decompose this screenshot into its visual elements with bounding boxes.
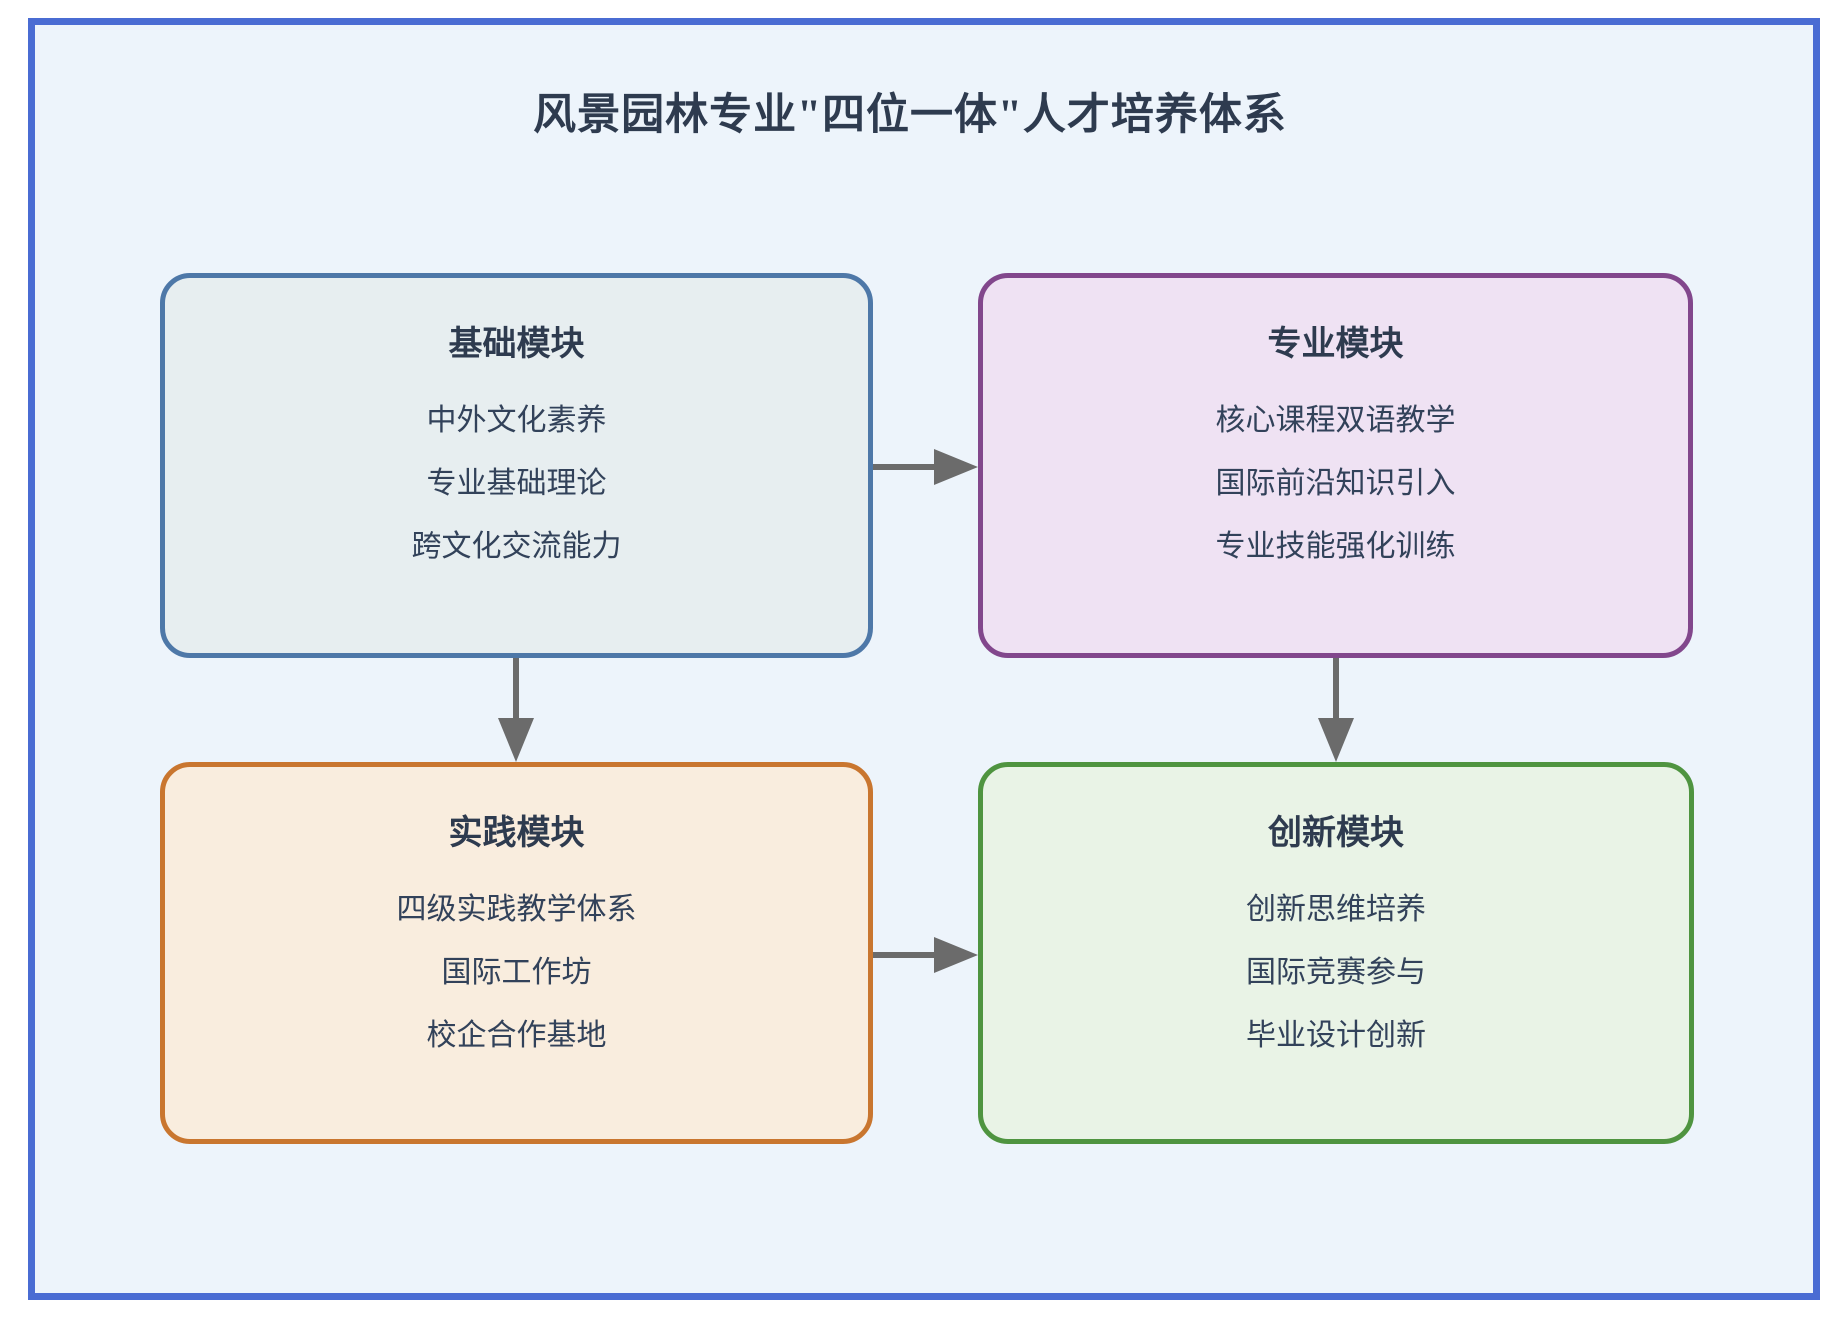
module-foundation-items: 中外文化素养 专业基础理论 跨文化交流能力 <box>165 389 868 578</box>
page-title: 风景园林专业"四位一体"人才培养体系 <box>533 92 1287 139</box>
module-professional: 专业模块 核心课程双语教学 国际前沿知识引入 专业技能强化训练 <box>978 273 1693 658</box>
module-innovation-title: 创新模块 <box>1268 815 1404 852</box>
module-practice-items: 四级实践教学体系 国际工作坊 校企合作基地 <box>165 878 868 1067</box>
list-item: 跨文化交流能力 <box>411 530 622 563</box>
list-item: 国际工作坊 <box>441 956 592 989</box>
list-item: 国际竞赛参与 <box>1246 956 1426 989</box>
module-foundation-title: 基础模块 <box>448 326 585 363</box>
list-item: 创新思维培养 <box>1246 893 1426 926</box>
module-practice: 实践模块 四级实践教学体系 国际工作坊 校企合作基地 <box>160 762 873 1144</box>
list-item: 中外文化素养 <box>426 404 607 437</box>
module-professional-items: 核心课程双语教学 国际前沿知识引入 专业技能强化训练 <box>983 389 1688 578</box>
module-innovation: 创新模块 创新思维培养 国际竞赛参与 毕业设计创新 <box>978 762 1694 1144</box>
module-practice-title: 实践模块 <box>448 815 585 852</box>
list-item: 四级实践教学体系 <box>396 893 637 926</box>
list-item: 国际前沿知识引入 <box>1215 467 1456 500</box>
list-item: 核心课程双语教学 <box>1215 404 1456 437</box>
list-item: 专业基础理论 <box>426 467 607 500</box>
module-innovation-items: 创新思维培养 国际竞赛参与 毕业设计创新 <box>983 878 1689 1067</box>
list-item: 毕业设计创新 <box>1246 1019 1426 1052</box>
module-foundation: 基础模块 中外文化素养 专业基础理论 跨文化交流能力 <box>160 273 873 658</box>
list-item: 校企合作基地 <box>426 1019 607 1052</box>
list-item: 专业技能强化训练 <box>1215 530 1456 563</box>
module-professional-title: 专业模块 <box>1267 326 1404 363</box>
